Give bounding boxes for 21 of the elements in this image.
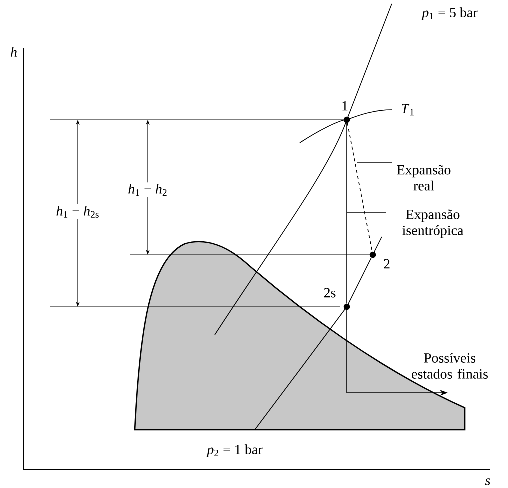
annotation-text: Expansão real <box>397 165 451 191</box>
annotation-text: Possíveis estados finais <box>412 353 488 379</box>
pressure-label: p$_{1}$ = 5 bar <box>421 8 478 20</box>
state-point: 2s <box>324 288 350 310</box>
pressure-label: p$_{2}$ = 1 bar <box>206 444 263 458</box>
s-axis-label: s <box>485 478 490 486</box>
temperature-label: T$_{1}$ <box>402 104 414 116</box>
node-label: 1 <box>342 101 348 111</box>
dimension-label: h$_{1}$ − h$_{2s}$ <box>54 204 102 220</box>
expansion-line <box>347 122 373 252</box>
node-label: 2 <box>384 259 390 269</box>
h-axis-label: h <box>11 47 17 57</box>
leader-line <box>356 162 392 164</box>
annotation-text: Expansão isentrópica <box>402 210 464 238</box>
dimension-label: h$_{1}$ − h$_{2}$ <box>126 182 170 198</box>
node-label: 2s <box>324 288 336 298</box>
expansion-line <box>346 122 348 304</box>
isobar-line <box>348 258 372 304</box>
state-point: 2 <box>370 252 390 269</box>
state-point: 1 <box>342 101 350 124</box>
leader-line <box>346 212 386 214</box>
